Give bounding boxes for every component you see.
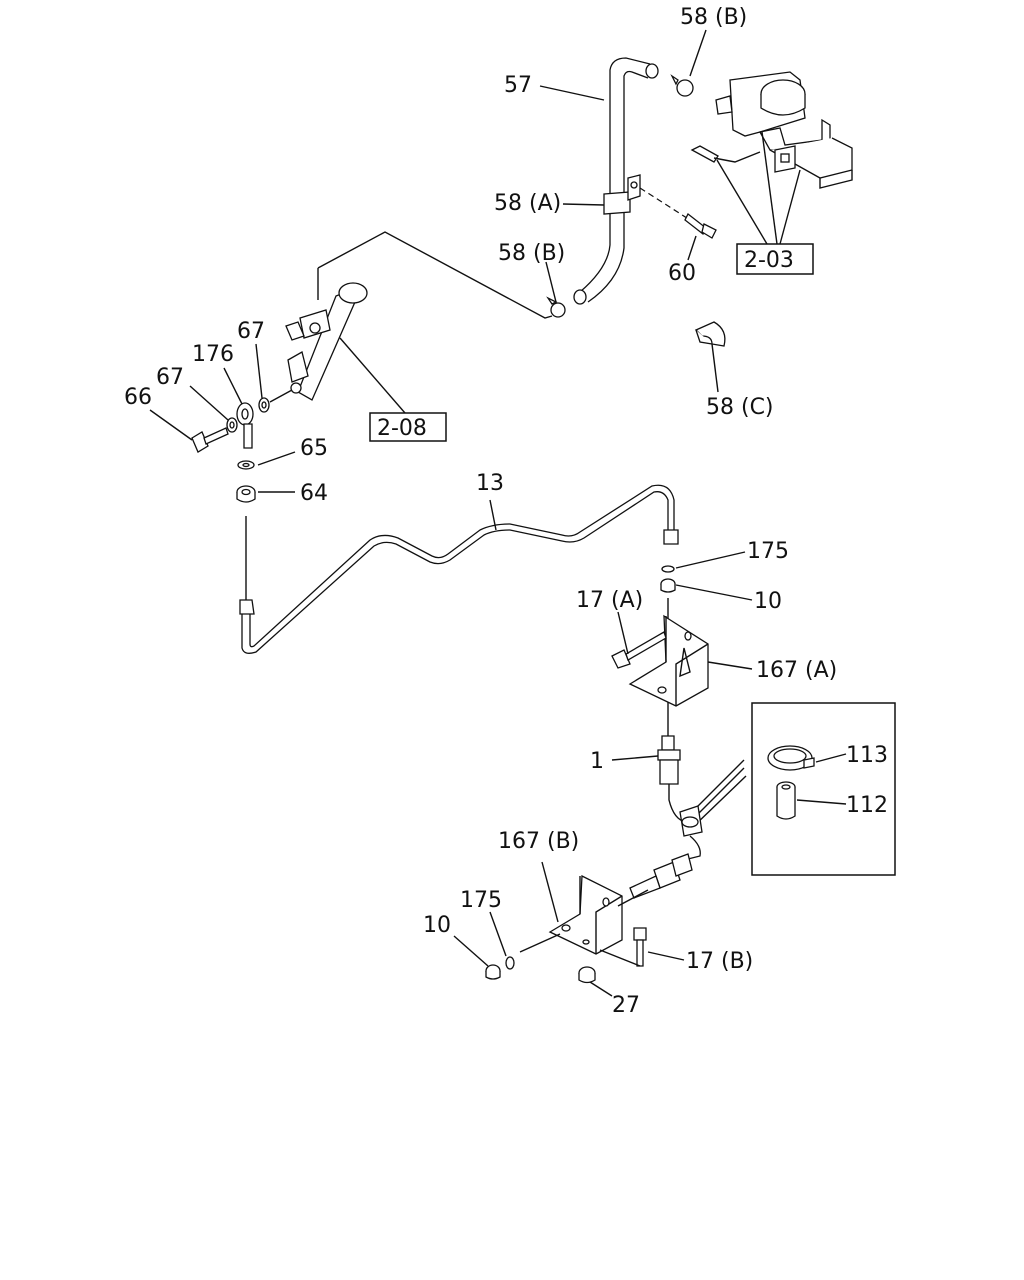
bracket-167a	[628, 614, 709, 707]
clamp-113	[767, 745, 815, 771]
leader-2-08	[339, 337, 406, 414]
label-112: 112	[846, 793, 888, 818]
hose-clip	[679, 805, 703, 837]
label-10-lower: 10	[423, 913, 451, 938]
leader-167b	[541, 861, 559, 923]
label-66: 66	[124, 385, 152, 410]
label-58b-mid: 58 (B)	[498, 241, 565, 266]
washer-175-upper	[661, 565, 675, 573]
ref-box-2-03	[736, 243, 814, 275]
label-57: 57	[504, 73, 532, 98]
label-58c: 58 (C)	[706, 395, 774, 420]
leader-2-03	[716, 131, 801, 245]
nut-64	[236, 485, 256, 503]
label-17b: 17 (B)	[686, 949, 753, 974]
nut-10-lower	[485, 964, 501, 980]
pipe-13	[239, 484, 679, 654]
label-60: 60	[668, 261, 696, 286]
washer-175-lower	[505, 956, 515, 970]
ref-box-2-08	[369, 412, 447, 442]
leader-lines	[149, 29, 753, 997]
label-ref-2-08: 2-08	[377, 416, 427, 441]
clip-58c	[694, 321, 726, 347]
bolt-17b	[633, 927, 647, 967]
label-13: 13	[476, 471, 504, 496]
label-67-upper: 67	[237, 319, 265, 344]
harness-wire	[675, 835, 701, 863]
nut-10-upper	[660, 578, 676, 593]
label-1: 1	[590, 749, 604, 774]
switch-lower	[629, 853, 693, 899]
washer-67-upper	[258, 397, 270, 413]
label-167a: 167 (A)	[756, 658, 837, 683]
clip-58b-mid	[546, 296, 566, 318]
label-ref-2-03: 2-03	[744, 248, 794, 273]
label-167b: 167 (B)	[498, 829, 579, 854]
master-cylinder	[285, 282, 368, 401]
bracket-167b	[548, 874, 623, 955]
inset-box	[751, 702, 896, 876]
bolt-17a	[611, 631, 667, 669]
bolt-60	[684, 213, 717, 239]
label-58a: 58 (A)	[494, 191, 561, 216]
label-176: 176	[192, 342, 234, 367]
nut-27	[578, 966, 596, 984]
clip-58a	[603, 174, 641, 215]
label-64: 64	[300, 481, 328, 506]
washer-67-lower	[226, 417, 238, 433]
label-65: 65	[300, 436, 328, 461]
hose-57	[573, 57, 659, 305]
reservoir-tank	[715, 71, 853, 189]
washer-65	[237, 460, 255, 470]
label-17a: 17 (A)	[576, 588, 643, 613]
bolt-66	[191, 427, 229, 453]
switch-1	[657, 735, 687, 823]
pipe-lead-line	[317, 231, 553, 319]
label-113: 113	[846, 743, 888, 768]
label-27: 27	[612, 993, 640, 1018]
label-175-lower: 175	[460, 888, 502, 913]
sleeve-112	[776, 781, 796, 820]
label-175-upper: 175	[747, 539, 789, 564]
bolt-axis-60	[639, 187, 691, 221]
eye-bolt-176	[236, 402, 254, 449]
bolt-tank	[690, 145, 761, 163]
label-67-lower: 67	[156, 365, 184, 390]
label-58b-top: 58 (B)	[680, 5, 747, 30]
clip-58b-top	[670, 74, 694, 97]
label-10-upper: 10	[754, 589, 782, 614]
